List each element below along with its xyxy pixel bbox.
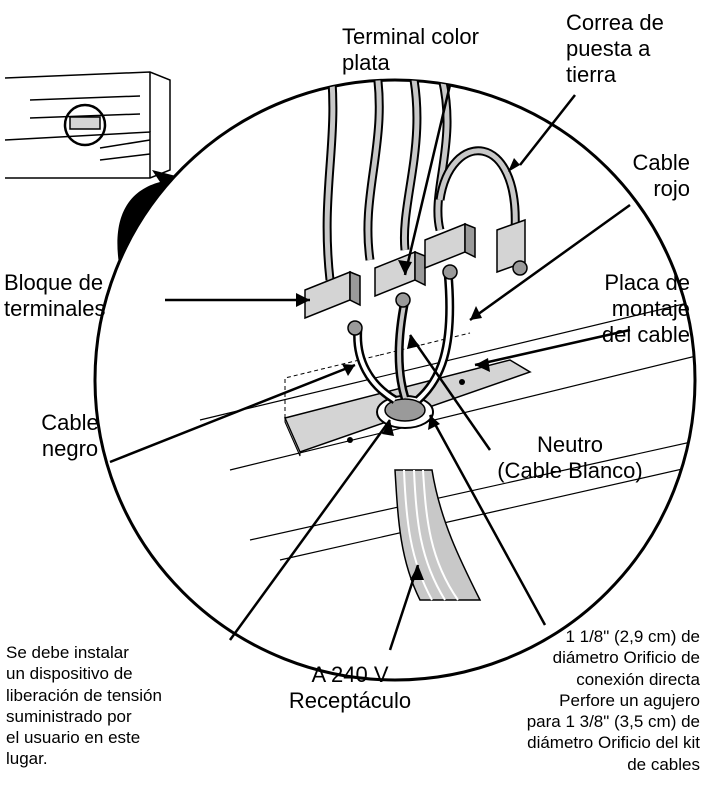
label-cable-negro: Cable negro — [41, 410, 99, 461]
label-orificios: 1 1/8" (2,9 cm) de diámetro Orificio de … — [526, 627, 700, 774]
label-correa-tierra: Correa de puesta a tierra — [566, 10, 664, 87]
label-receptaculo: A 240 V Receptáculo — [288, 662, 412, 713]
label-neutro: Neutro (Cable Blanco) — [497, 432, 643, 483]
wires — [353, 271, 455, 404]
label-terminal-plata: Terminal color plata — [342, 24, 479, 75]
leader-arrowheads — [296, 158, 520, 580]
detail-circle — [93, 78, 697, 682]
label-bloque-terminales: Bloque de terminales — [4, 270, 106, 321]
grommet — [376, 395, 434, 429]
appliance-wires — [322, 80, 520, 281]
label-cable-rojo: Cable rojo — [632, 150, 690, 201]
leader-lines — [109, 84, 631, 651]
label-placa-montaje: Placa de montaje del cable — [601, 270, 690, 347]
label-alivio-tension: Se debe instalar un dispositivo de liber… — [6, 643, 162, 769]
appliance-inset — [4, 71, 171, 179]
